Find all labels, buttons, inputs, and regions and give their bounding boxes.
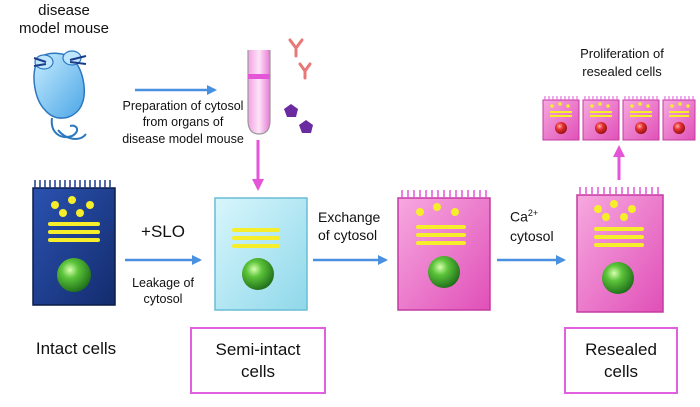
resealed-cell	[576, 187, 664, 313]
ca-label-line: cytosol	[510, 227, 554, 244]
resealed-box: Resealed cells	[564, 327, 678, 394]
proliferation-label: Proliferation of resealed cells	[552, 45, 692, 80]
intact-cell	[32, 180, 116, 306]
preparation-label: Preparation of cytosol from organs of di…	[103, 98, 263, 147]
ca-charge: 2+	[527, 208, 539, 218]
proliferated-cell	[542, 96, 580, 141]
mouse-label-line: model mouse	[18, 20, 110, 37]
exchange-label: Exchange of cytosol	[318, 208, 380, 244]
proliferation-label-line: resealed cells	[582, 63, 662, 79]
semi-intact-box: Semi-intact cells	[190, 327, 326, 394]
proliferated-cell	[662, 96, 696, 141]
semi-intact-line: cells	[240, 361, 275, 381]
mouse-label: disease model mouse	[0, 2, 128, 38]
semi-intact-line: Semi-intact	[215, 340, 301, 360]
molecule-pentagon-icon	[299, 120, 313, 133]
molecule-pentagon-icon	[284, 104, 298, 117]
proliferated-cell	[622, 96, 660, 141]
antibody-icon	[298, 62, 312, 80]
semi-intact-cell	[214, 197, 308, 311]
resealed-line: Resealed	[585, 340, 657, 360]
leakage-label-line: Leakage of	[132, 276, 194, 290]
slo-label: +SLO	[141, 222, 185, 241]
ca-symbol: Ca	[510, 208, 528, 225]
cytosol-tube-icon	[247, 50, 271, 135]
leakage-label: Leakage of cytosol	[120, 275, 206, 308]
resealed-line: cells	[603, 361, 638, 381]
preparation-label-line: Preparation of cytosol	[122, 99, 244, 113]
proliferation-label-line: Proliferation of	[580, 46, 664, 61]
mouse-label-line: disease	[38, 2, 90, 19]
exchange-label-line: Exchange	[318, 209, 381, 225]
proliferated-cell	[582, 96, 620, 141]
exchange-label-line: of cytosol	[318, 227, 378, 244]
disease-model-mouse-icon	[33, 50, 87, 140]
preparation-label-line: disease model mouse	[122, 131, 244, 146]
antibody-icon	[288, 38, 304, 58]
ca-label: Ca2+ cytosol	[510, 207, 554, 245]
leakage-label-line: cytosol	[143, 292, 183, 307]
cytosol-exchange-cell	[397, 190, 491, 311]
preparation-label-line: from organs of	[142, 115, 224, 130]
intact-label: Intact cells	[35, 339, 117, 358]
ca-label-line: Ca2+	[510, 207, 554, 227]
